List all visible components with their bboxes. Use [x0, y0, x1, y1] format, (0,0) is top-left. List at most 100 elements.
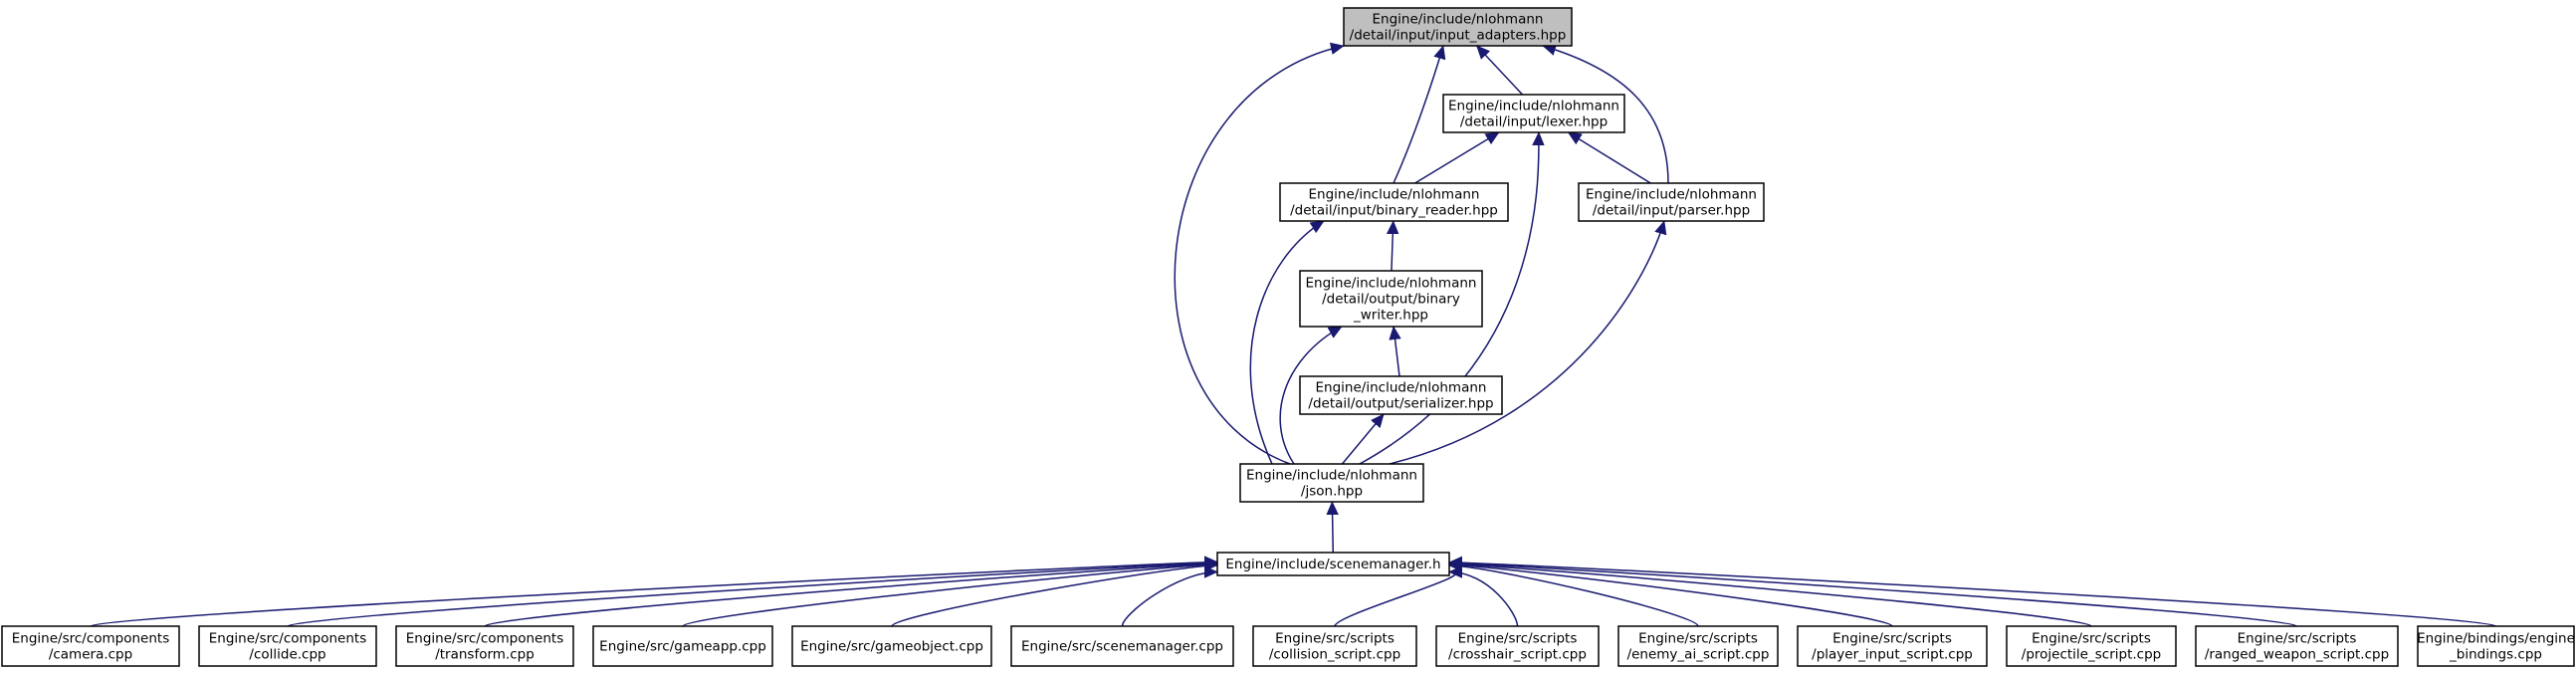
node-label-line: /enemy_ai_script.cpp: [1627, 647, 1770, 663]
edge-projectile-script-to-scenemanager-h: [1449, 563, 2092, 627]
node-box: [1442, 94, 1625, 133]
node-binary-writer[interactable]: Engine/include/nlohmann/detail/output/bi…: [1299, 270, 1483, 328]
node-input-adapters[interactable]: Engine/include/nlohmann/detail/input/inp…: [1343, 7, 1573, 47]
node-box: [1299, 375, 1503, 415]
node-transform[interactable]: Engine/src/components/transform.cpp: [395, 625, 574, 667]
edge-player-input-script-to-scenemanager-h: [1449, 564, 1893, 627]
edge-scenemanager-cpp-to-scenemanager-h: [1121, 572, 1218, 627]
node-label-line: Engine/src/gameobject.cpp: [800, 639, 983, 655]
edge-arrow: [1569, 131, 1651, 184]
node-scenemanager-h[interactable]: Engine/include/scenemanager.h: [1216, 552, 1450, 576]
node-lexer[interactable]: Engine/include/nlohmann/detail/input/lex…: [1442, 94, 1625, 133]
node-ranged-weapon-script[interactable]: Engine/src/scripts/ranged_weapon_script.…: [2195, 625, 2399, 667]
edge-arrow: [1392, 221, 1394, 272]
node-label-line: Engine/src/scripts: [1832, 631, 1952, 647]
node-enemy-ai-script[interactable]: Engine/src/scripts/enemy_ai_script.cpp: [1617, 625, 1779, 667]
node-binary-reader[interactable]: Engine/include/nlohmann/detail/input/bin…: [1279, 182, 1509, 222]
node-player-input-script[interactable]: Engine/src/scripts/player_input_script.c…: [1797, 625, 1988, 667]
node-parser[interactable]: Engine/include/nlohmann/detail/input/par…: [1578, 182, 1765, 222]
edge-json-to-lexer: [1359, 132, 1539, 465]
edge-arrow: [484, 563, 1217, 627]
node-label-line: _bindings.cpp: [2449, 647, 2542, 663]
edge-arrow: [1449, 563, 2298, 627]
node-box: [1435, 625, 1600, 667]
node-label-line: Engine/src/scripts: [2032, 631, 2151, 647]
node-box: [1617, 625, 1779, 667]
edge-parser-to-lexer: [1569, 131, 1651, 184]
node-label-line: /collide.cpp: [249, 647, 325, 663]
node-box: [1578, 182, 1765, 222]
node-gameapp[interactable]: Engine/src/gameapp.cpp: [592, 625, 773, 667]
node-label-line: /detail/input/parser.hpp: [1593, 203, 1750, 219]
node-engine-bindings[interactable]: Engine/bindings/engine_bindings.cpp: [2417, 625, 2575, 667]
edge-arrow: [1341, 414, 1385, 465]
node-layer: Engine/include/nlohmann/detail/input/inp…: [1, 7, 2575, 667]
node-label-line: /detail/input/binary_reader.hpp: [1290, 203, 1498, 219]
node-label-line: Engine/include/scenemanager.h: [1225, 557, 1440, 572]
node-scenemanager-cpp[interactable]: Engine/src/scenemanager.cpp: [1010, 625, 1234, 667]
node-crosshair-script[interactable]: Engine/src/scripts/crosshair_script.cpp: [1435, 625, 1600, 667]
node-label-line: Engine/include/nlohmann: [1373, 12, 1544, 28]
edge-json-to-serializer: [1341, 414, 1385, 465]
edge-transform-to-scenemanager-h: [484, 563, 1217, 627]
node-label-line: /transform.cpp: [435, 647, 535, 663]
node-box: [395, 625, 574, 667]
edge-enemy-ai-script-to-scenemanager-h: [1449, 565, 1699, 627]
node-label-line: /collision_script.cpp: [1269, 647, 1400, 663]
node-box: [1, 625, 180, 667]
node-box: [791, 625, 992, 667]
edge-camera-to-scenemanager-h: [90, 562, 1217, 627]
node-label-line: /projectile_script.cpp: [2022, 647, 2161, 663]
node-projectile-script[interactable]: Engine/src/scripts/projectile_script.cpp: [2006, 625, 2177, 667]
node-label-line: Engine/include/nlohmann: [1309, 187, 1480, 203]
node-camera[interactable]: Engine/src/components/camera.cpp: [1, 625, 180, 667]
node-box: [198, 625, 377, 667]
node-box: [1252, 625, 1417, 667]
edge-lexer-to-input-adapters: [1476, 46, 1524, 96]
node-box: [1797, 625, 1988, 667]
node-box: [1343, 7, 1573, 47]
edge-arrow: [90, 562, 1217, 627]
node-label-line: /camera.cpp: [49, 647, 132, 663]
edge-json-to-parser: [1389, 221, 1664, 465]
edge-arrow: [1389, 221, 1664, 465]
edge-arrow: [1449, 562, 2497, 627]
edge-json-to-input-adapters: [1174, 46, 1344, 465]
edge-arrow: [1449, 572, 1519, 627]
node-label-line: /detail/output/serializer.hpp: [1308, 396, 1493, 412]
node-box: [1279, 182, 1509, 222]
node-label-line: /detail/input/lexer.hpp: [1460, 114, 1608, 130]
node-collide[interactable]: Engine/src/components/collide.cpp: [198, 625, 377, 667]
node-gameobject[interactable]: Engine/src/gameobject.cpp: [791, 625, 992, 667]
edge-json-to-binary-writer: [1279, 326, 1342, 465]
edge-arrow: [1393, 46, 1443, 184]
edge-arrow: [1359, 132, 1539, 465]
edge-arrow: [1394, 327, 1399, 377]
edge-arrow: [1332, 502, 1333, 554]
edge-layer: [90, 46, 2497, 627]
node-label-line: _writer.hpp: [1353, 308, 1428, 324]
node-json[interactable]: Engine/include/nlohmann/json.hpp: [1239, 463, 1424, 503]
node-collision-script[interactable]: Engine/src/scripts/collision_script.cpp: [1252, 625, 1417, 667]
edge-crosshair-script-to-scenemanager-h: [1449, 572, 1519, 627]
edge-binary-reader-to-lexer: [1414, 131, 1499, 184]
edge-arrow: [682, 564, 1217, 627]
edge-arrow: [891, 565, 1217, 627]
node-box: [2417, 625, 2575, 667]
node-label-line: Engine/src/scripts: [1275, 631, 1395, 647]
edge-arrow: [1449, 565, 1699, 627]
node-serializer[interactable]: Engine/include/nlohmann/detail/output/se…: [1299, 375, 1503, 415]
edge-arrow: [1449, 564, 1893, 627]
edge-scenemanager-h-to-json: [1332, 502, 1333, 554]
node-label-line: Engine/include/nlohmann: [1586, 187, 1757, 203]
edge-arrow: [1476, 46, 1524, 96]
edge-json-to-binary-reader: [1249, 220, 1324, 465]
node-label-line: /player_input_script.cpp: [1812, 647, 1973, 663]
edge-collide-to-scenemanager-h: [287, 562, 1217, 627]
edge-serializer-to-binary-writer: [1394, 327, 1399, 377]
node-box: [1239, 463, 1424, 503]
node-label-line: /ranged_weapon_script.cpp: [2205, 647, 2389, 663]
node-label-line: Engine/src/components: [406, 631, 563, 647]
edge-arrow: [1414, 131, 1499, 184]
